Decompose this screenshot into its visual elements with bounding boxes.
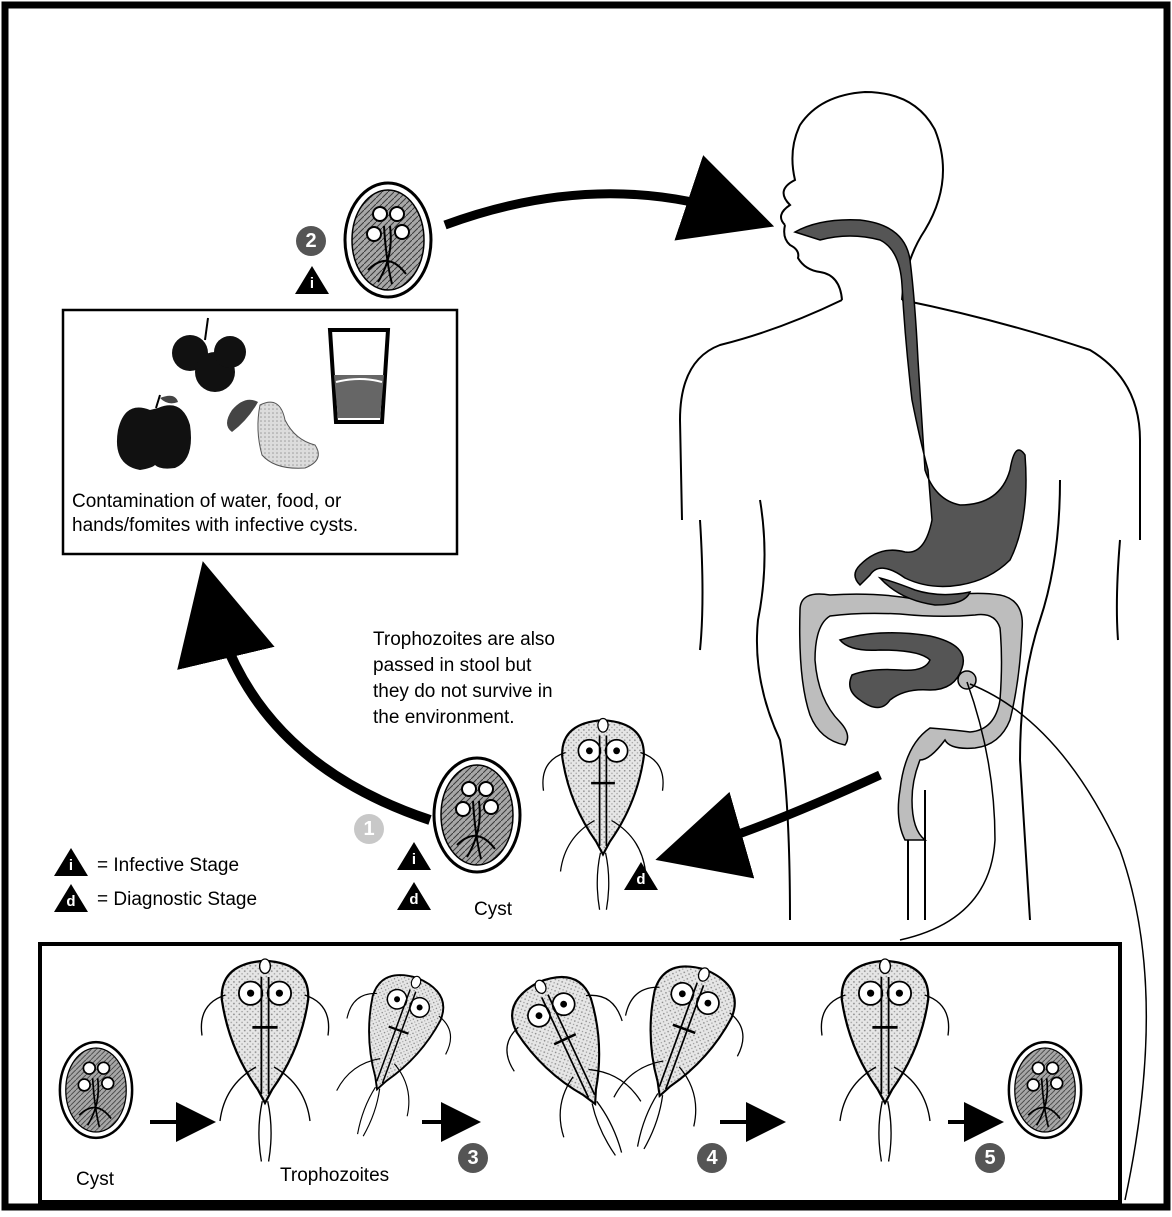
stage-3-badge: 3 (458, 1143, 488, 1173)
panel-cyst-left (60, 1042, 132, 1138)
trophozoite-note-line4: the environment. (373, 706, 515, 729)
stage-4-badge: 4 (697, 1143, 727, 1173)
zoom-line-left (900, 682, 995, 940)
cyst-infective-icon: i (397, 842, 431, 870)
contamination-caption-line2: hands/fomites with infective cysts. (72, 514, 358, 537)
panel-trophozoites-label: Trophozoites (280, 1164, 389, 1187)
cyst-stage-2 (345, 183, 431, 297)
stage-2-badge: 2 (296, 226, 326, 256)
arrow-ingestion (445, 194, 740, 225)
legend-infective-label: = Infective Stage (97, 854, 239, 877)
panel-cyst-label: Cyst (76, 1168, 114, 1191)
trophozoite-note-line1: Trophozoites are also (373, 628, 555, 651)
cyst-diagnostic-icon: d (397, 882, 431, 910)
stage-1-badge: 1 (354, 814, 384, 844)
legend-diagnostic-icon: d (54, 884, 88, 912)
contamination-caption-line1: Contamination of water, food, or (72, 490, 341, 513)
trophozoite-note-line2: passed in stool but (373, 654, 531, 677)
cyst-label: Cyst (474, 898, 512, 921)
legend-infective-icon: i (54, 848, 88, 876)
digestive-tract (795, 220, 1026, 840)
water-glass-icon (330, 330, 388, 422)
trophozoite-diagnostic-icon: d (624, 862, 658, 890)
cyst-stage-1 (434, 758, 520, 872)
trophozoite-note-line3: they do not survive in (373, 680, 553, 703)
infective-stage-icon: i (295, 266, 329, 294)
panel-cyst-right (1009, 1042, 1081, 1138)
legend-diagnostic-label: = Diagnostic Stage (97, 888, 257, 911)
stage-5-badge: 5 (975, 1143, 1005, 1173)
